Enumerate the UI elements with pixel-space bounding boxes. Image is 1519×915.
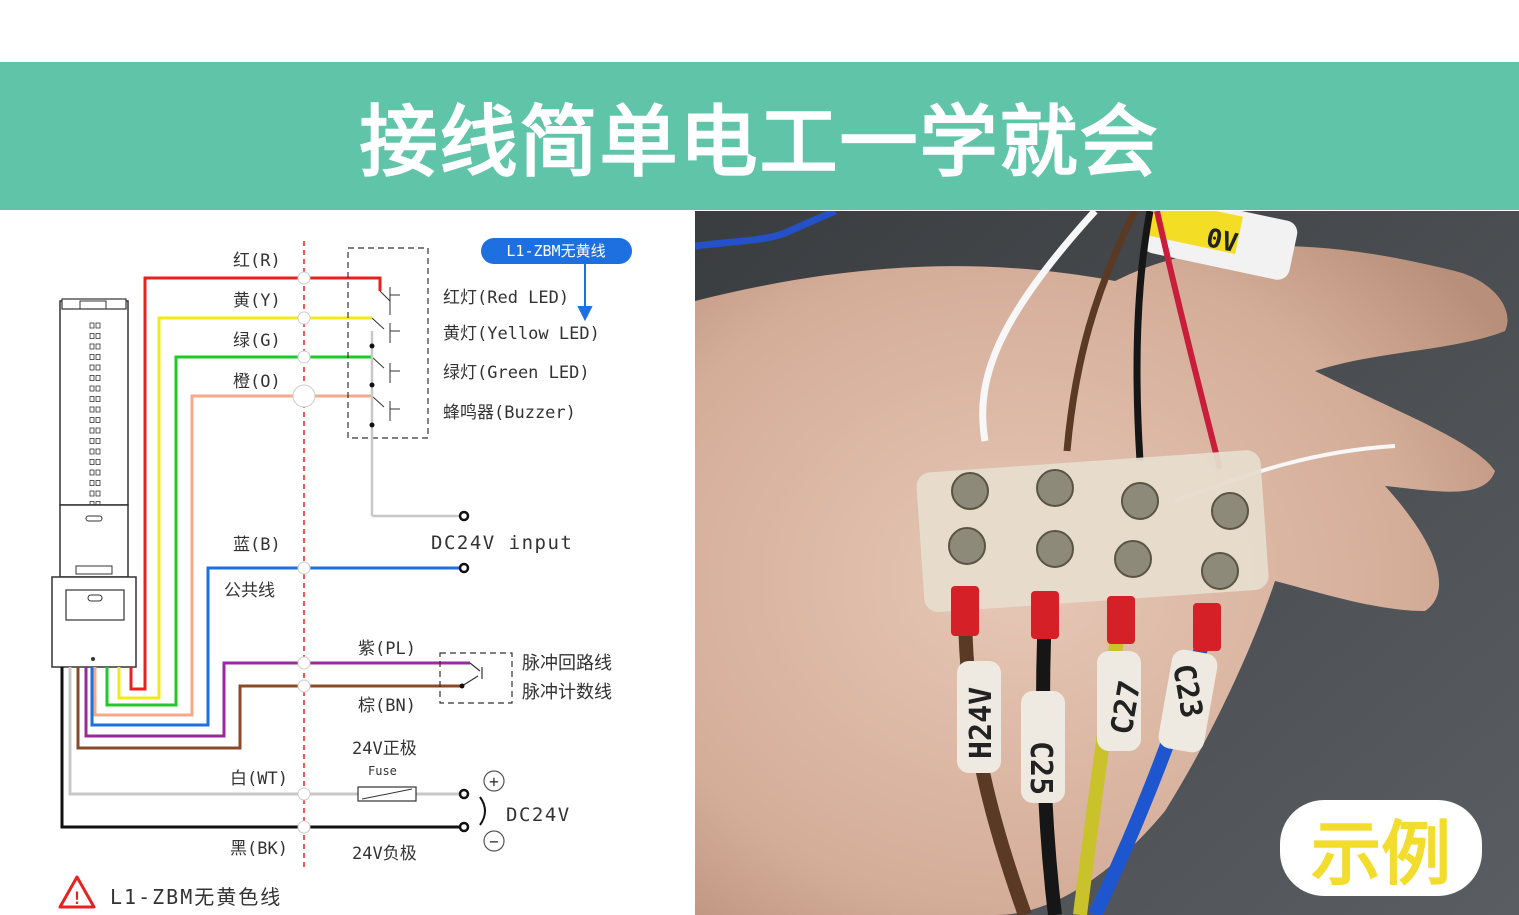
- wire-green: [105, 355, 372, 707]
- led-dot: [95, 438, 101, 444]
- led-dot: [95, 427, 101, 434]
- wire-label-white: 白(WT): [230, 769, 288, 789]
- tower-light: [51, 298, 137, 668]
- led-dot: [95, 480, 101, 486]
- led-dot: [89, 322, 95, 329]
- callout-pill: [481, 238, 632, 264]
- pulse-loop-label: 脉冲回路线: [522, 653, 612, 674]
- wire-black: [60, 667, 464, 829]
- wire-label-green: 绿(G): [233, 331, 281, 351]
- led-dot: [95, 417, 101, 423]
- led-dot: [89, 417, 95, 423]
- led-dot: [89, 354, 95, 360]
- wire-red: [129, 276, 382, 691]
- warning-icon: [58, 875, 96, 909]
- led-dot: [95, 322, 101, 329]
- led-dot: [95, 396, 101, 402]
- wiring-diagram: + − L1-ZBM无黄线 红(R) 黄(Y) 绿(G) 橙(O) 蓝(B) 公…: [51, 238, 632, 909]
- wire-brown: [76, 667, 462, 750]
- fuse-label: Fuse: [368, 764, 397, 778]
- plus-terminal-icon: [483, 770, 505, 792]
- led-dot: [89, 364, 95, 371]
- wire-label-brown: 棕(BN): [358, 696, 416, 716]
- led-dot: [89, 448, 95, 455]
- minus-sign: −: [489, 832, 499, 851]
- led-dot: [89, 343, 95, 350]
- callout-label: L1-ZBM无黄线: [506, 242, 605, 260]
- pulse-module-box: [439, 652, 513, 704]
- arrow-down-icon: [577, 264, 593, 322]
- led-dot: [89, 333, 95, 339]
- led-dot: [89, 396, 95, 402]
- led-dot: [95, 490, 101, 497]
- wire-label-yellow: 黄(Y): [233, 291, 281, 311]
- pos-pole-label: 24V正极: [352, 739, 417, 759]
- example-photo: 0V H24V C25 C27 C23: [695, 211, 1519, 915]
- led-dot: [95, 333, 101, 339]
- warning-symbol: !: [72, 889, 82, 909]
- plus-sign: +: [489, 772, 499, 791]
- led-dot: [95, 343, 101, 350]
- output-buzzer: 蜂鸣器(Buzzer): [443, 403, 576, 423]
- led-dot: [89, 406, 95, 413]
- marker-tag-h24v: H24V: [964, 687, 999, 759]
- title-banner: 接线简单电工一学就会: [0, 62, 1519, 210]
- led-dot: [89, 375, 95, 381]
- led-dot: [95, 364, 101, 371]
- led-dot: [95, 406, 101, 413]
- output-yellow-led: 黄灯(Yellow LED): [443, 324, 600, 344]
- output-red-led: 红灯(Red LED): [443, 288, 569, 308]
- zero-volt-tag: 0V: [1142, 211, 1298, 280]
- led-dot: [95, 354, 101, 360]
- marker-tag-c25: C25: [1023, 741, 1058, 795]
- led-dot: [95, 375, 101, 381]
- led-dot: [89, 459, 95, 465]
- page-title: 接线简单电工一学就会: [359, 98, 1160, 188]
- wire-label-orange: 橙(O): [233, 372, 281, 392]
- example-badge: 示例: [1280, 800, 1482, 896]
- minus-terminal-icon: [483, 830, 505, 852]
- warning-label: L1-ZBM无黄色线: [110, 885, 282, 909]
- led-dot: [89, 469, 95, 476]
- zero-volt-label: 0V: [1203, 223, 1240, 259]
- output-module-box: [347, 247, 429, 439]
- pulse-count-label: 脉冲计数线: [522, 682, 612, 703]
- led-dot: [89, 427, 95, 434]
- wire-blue: [90, 566, 464, 727]
- example-badge-label: 示例: [1311, 812, 1451, 895]
- wire-orange: [93, 394, 372, 717]
- led-dot: [89, 490, 95, 497]
- led-dot: [95, 459, 101, 465]
- dc24v-label: DC24V: [506, 804, 571, 826]
- led-dot: [95, 448, 101, 455]
- led-dot: [95, 385, 101, 392]
- led-dot: [89, 438, 95, 444]
- wire-label-red: 红(R): [233, 251, 281, 271]
- wire-label-purple: 紫(PL): [358, 639, 416, 659]
- common-label: 公共线: [224, 581, 275, 601]
- led-dot: [89, 385, 95, 392]
- output-green-led: 绿灯(Green LED): [443, 363, 590, 383]
- led-dot: [89, 480, 95, 486]
- neg-pole-label: 24V负极: [352, 844, 417, 864]
- dc-input-label: DC24V input: [431, 532, 573, 554]
- wire-label-blue: 蓝(B): [233, 535, 281, 555]
- wire-white: [68, 667, 464, 796]
- terminal-block: [916, 450, 1269, 613]
- wire-yellow: [117, 316, 372, 700]
- wire-label-black: 黑(BK): [230, 839, 288, 859]
- led-dot: [95, 469, 101, 476]
